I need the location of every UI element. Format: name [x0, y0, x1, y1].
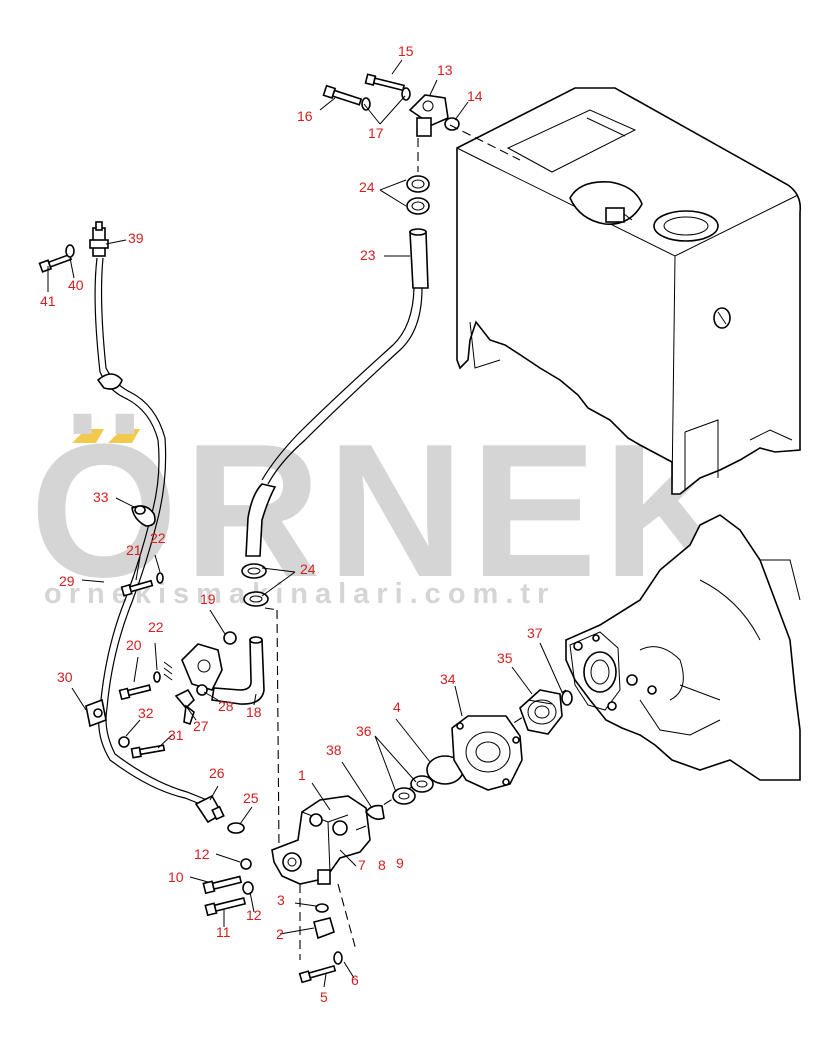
label-13: 13 — [437, 62, 453, 78]
label-22b: 22 — [148, 619, 164, 635]
fuel-tank — [456, 87, 802, 495]
label-19: 19 — [200, 591, 216, 607]
label-22a: 22 — [150, 530, 166, 546]
label-18: 18 — [246, 704, 262, 720]
watermark-site: ornekismakinalari.com.tr — [44, 578, 555, 610]
label-32: 32 — [138, 705, 154, 721]
filter-head — [118, 631, 237, 726]
label-27: 27 — [193, 718, 209, 734]
label-25: 25 — [243, 790, 259, 806]
label-24b: 24 — [300, 561, 316, 577]
label-10: 10 — [168, 869, 184, 885]
label-8: 8 — [378, 857, 386, 873]
drive-components — [364, 689, 573, 820]
suction-hose — [211, 287, 423, 851]
pump-assembly — [202, 795, 371, 984]
label-5: 5 — [320, 989, 328, 1005]
label-1: 1 — [298, 767, 306, 783]
label-7: 7 — [358, 857, 366, 873]
label-16: 16 — [297, 108, 313, 124]
watermark-accent-right — [108, 429, 140, 443]
label-41: 41 — [40, 293, 56, 309]
label-2: 2 — [276, 926, 284, 942]
label-4: 4 — [393, 699, 401, 715]
label-24a: 24 — [359, 179, 375, 195]
label-14: 14 — [467, 88, 483, 104]
label-36: 36 — [356, 723, 372, 739]
label-26: 26 — [209, 765, 225, 781]
label-34: 34 — [440, 671, 456, 687]
label-40: 40 — [68, 277, 84, 293]
label-11: 11 — [216, 924, 231, 940]
label-33: 33 — [93, 489, 109, 505]
label-15: 15 — [398, 43, 414, 59]
label-21: 21 — [126, 542, 142, 558]
label-31: 31 — [168, 727, 184, 743]
gauge-tube-assembly — [38, 221, 245, 834]
label-23: 23 — [360, 247, 376, 263]
transmission-housing — [565, 514, 801, 781]
label-17: 17 — [368, 125, 384, 141]
label-35: 35 — [497, 650, 513, 666]
label-39: 39 — [128, 230, 144, 246]
label-12b: 12 — [246, 907, 262, 923]
label-6: 6 — [351, 972, 359, 988]
callout-labels: 1 2 3 4 5 6 7 8 9 10 11 12 12 13 14 15 1… — [40, 43, 543, 1005]
label-20: 20 — [126, 637, 142, 653]
leader-lines — [47, 59, 563, 988]
label-3: 3 — [277, 892, 285, 908]
label-9: 9 — [396, 855, 404, 871]
label-38: 38 — [326, 742, 342, 758]
label-29: 29 — [59, 573, 75, 589]
label-28: 28 — [218, 698, 234, 714]
label-12a: 12 — [194, 846, 210, 862]
tank-fitting-assembly — [322, 73, 521, 289]
label-37: 37 — [527, 625, 543, 641]
label-30: 30 — [57, 669, 73, 685]
watermark-accent-left — [72, 429, 104, 443]
